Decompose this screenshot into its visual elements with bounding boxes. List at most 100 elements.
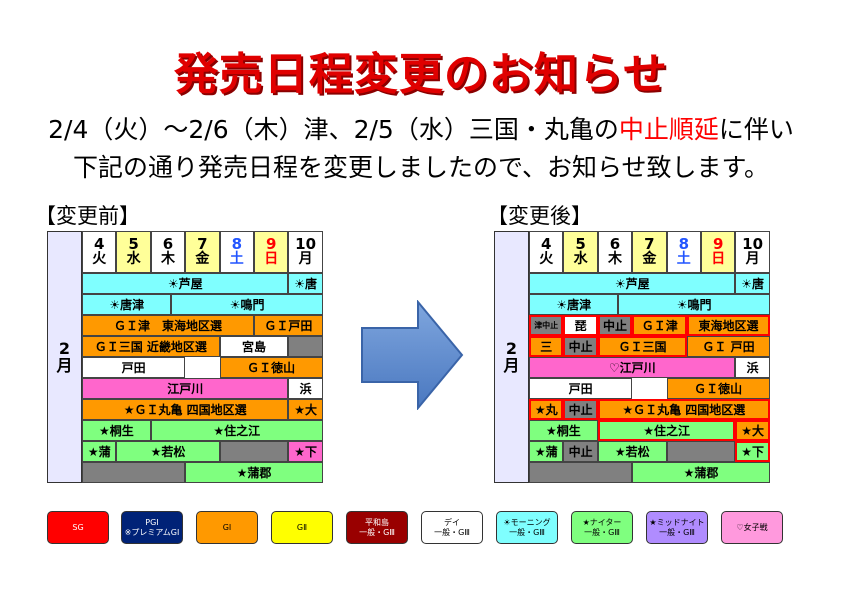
after-day-number: 8	[678, 235, 689, 253]
legend-item: ☀モーニング一般・GⅢ	[496, 511, 558, 544]
legend-item-label: ☀モーニング	[503, 517, 551, 527]
legend-item-label: GⅠ	[222, 522, 232, 532]
legend-item-label: ♡女子戦	[736, 522, 768, 532]
after-event: ★ＧＩ丸亀 四国地区選	[597, 399, 770, 420]
legend-item-sublabel: 一般・GⅢ	[509, 527, 545, 537]
legend-item: ★ミッドナイト一般・GⅢ	[646, 511, 708, 544]
legend-item: SG	[47, 511, 109, 544]
after-day-number: 4	[540, 235, 552, 253]
before-event: ★下	[288, 441, 323, 462]
after-event: ♡江戸川	[529, 357, 736, 378]
after-event: ☀唐	[735, 273, 770, 294]
notice-highlight: 中止順延	[618, 115, 719, 144]
after-event: ☀唐津	[529, 294, 619, 315]
legend-item-label: PGⅠ	[145, 517, 159, 527]
after-event: ＧＩ三国	[597, 336, 688, 357]
after-weekday: 木	[607, 251, 622, 267]
before-weekday: 水	[126, 251, 141, 267]
after-event: 浜	[735, 357, 770, 378]
before-weekday: 土	[229, 251, 244, 267]
before-month-char: 月	[56, 356, 73, 375]
after-day-number: 5	[575, 235, 586, 253]
before-day-number: 5	[128, 235, 139, 253]
after-event: ★若松	[597, 441, 667, 462]
after-event: 戸田	[529, 378, 633, 399]
before-event: ★蒲	[82, 441, 117, 462]
after-event: 東海地区選	[687, 315, 770, 336]
before-event: ＧＩ戸田	[254, 315, 323, 336]
after-event: ＧＩ 戸田	[687, 336, 770, 357]
before-month-char: 2	[58, 339, 71, 358]
legend-item-sublabel: 一般・GⅢ	[434, 527, 470, 537]
before-event: ★大	[288, 399, 323, 420]
after-event: ★蒲	[529, 441, 564, 462]
after-event: ★下	[735, 441, 770, 462]
after-event: ★桐生	[529, 420, 598, 441]
after-event: 津中止	[529, 315, 564, 336]
before-event: ★ＧＩ丸亀 四国地区選	[82, 399, 289, 420]
after-event: ★蒲郡	[632, 462, 770, 483]
legend-item: ♡女子戦	[721, 511, 783, 544]
after-event: ★住之江	[597, 420, 736, 441]
after-day-number: 9	[712, 235, 724, 253]
legend-item: GⅠ	[196, 511, 258, 544]
right-arrow-icon	[361, 300, 464, 410]
after-weekday: 月	[745, 251, 760, 267]
legend-item-label: 平和島	[365, 517, 389, 527]
after-event: ☀鳴門	[618, 294, 770, 315]
after-event: 琵	[563, 315, 598, 336]
before-event: 浜	[288, 378, 323, 399]
after-day-number: 7	[644, 235, 655, 253]
before-event	[288, 336, 323, 357]
before-event: ★桐生	[82, 420, 151, 441]
notice-text-b: に伴い	[718, 115, 794, 144]
before-weekday: 日	[264, 251, 279, 267]
before-event: ★蒲郡	[185, 462, 323, 483]
before-weekday: 月	[298, 251, 313, 267]
before-event: ☀唐	[288, 273, 323, 294]
before-day-number: 7	[197, 235, 208, 253]
before-day-number: 10	[295, 235, 317, 253]
after-event	[529, 462, 633, 483]
before-weekday: 火	[92, 251, 107, 267]
page-title: 発売日程変更のお知らせ	[173, 49, 669, 100]
after-weekday: 日	[711, 251, 726, 267]
before-label: 【変更前】	[35, 204, 140, 228]
after-event: ★大	[735, 420, 770, 441]
legend-item: デイ一般・GⅢ	[421, 511, 483, 544]
after-event	[666, 441, 736, 462]
after-month-char: 2	[505, 339, 518, 358]
before-event: ☀芦屋	[82, 273, 289, 294]
after-event: 中止	[563, 441, 598, 462]
legend-item-label: ★ミッドナイト	[649, 517, 705, 527]
legend-item: ★ナイター一般・GⅢ	[571, 511, 633, 544]
legend-item: PGⅠ※プレミアムGⅠ	[121, 511, 183, 544]
after-month-char: 月	[503, 356, 520, 375]
before-day-number: 8	[231, 235, 242, 253]
after-event: ＧＩ徳山	[666, 378, 770, 399]
legend-item-label: デイ	[444, 517, 460, 527]
after-label: 【変更後】	[487, 204, 592, 228]
after-event: 三	[529, 336, 564, 357]
before-weekday: 金	[195, 251, 210, 267]
legend-item-label: ★ナイター	[582, 517, 622, 527]
before-event: ＧＩ津 東海地区選	[82, 315, 254, 336]
before-event	[82, 462, 186, 483]
before-day-number: 4	[93, 235, 105, 253]
notice-line-1: 2/4（火）～2/6（木）津、2/5（水）三国・丸亀の中止順延に伴い	[0, 110, 842, 146]
before-event: ☀唐津	[82, 294, 172, 315]
